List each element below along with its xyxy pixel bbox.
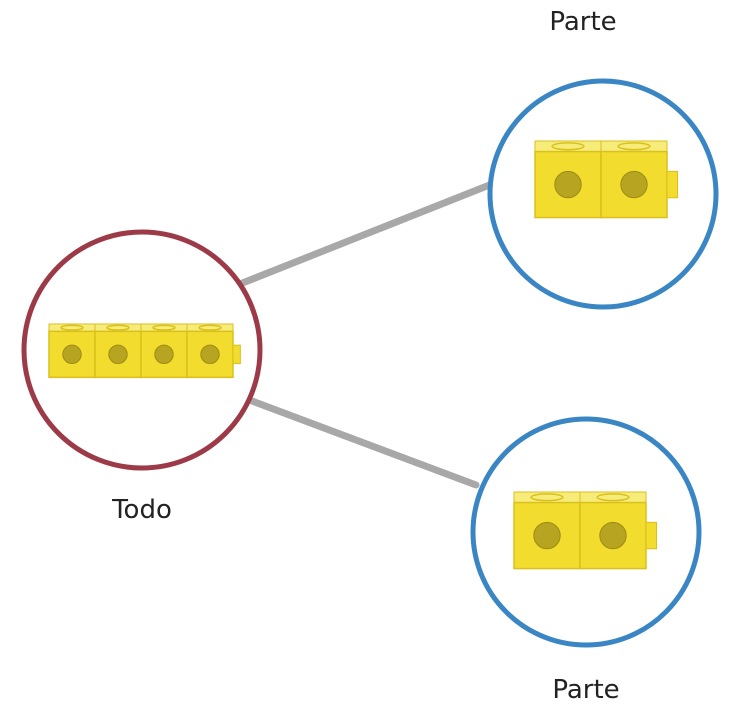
- whole-cube: [94, 323, 142, 379]
- label-part-bottom: Parte: [552, 675, 619, 705]
- cube-row-top: [534, 140, 679, 219]
- part-bottom-cube: [579, 491, 647, 570]
- cube-front-hole: [108, 344, 128, 365]
- label-part-top: Parte: [549, 7, 616, 37]
- cube-top-nub: [551, 142, 585, 151]
- part-bottom-cube: [513, 491, 581, 570]
- cube-top-nub: [617, 142, 651, 151]
- cube-top-nub: [152, 324, 176, 331]
- cube-top-nub: [596, 493, 630, 502]
- whole-cube: [140, 323, 188, 379]
- connector-top: [236, 180, 496, 288]
- label-whole: Todo: [111, 495, 172, 525]
- cube-top-nub: [106, 324, 130, 331]
- part-top-side-tab: [666, 170, 679, 199]
- cube-top-nub: [198, 324, 222, 331]
- whole-cube: [186, 323, 234, 379]
- part-top-cube: [534, 140, 602, 219]
- whole-cube: [48, 323, 96, 379]
- cube-front-hole: [200, 344, 220, 365]
- part-bottom-side-tab: [645, 521, 658, 550]
- whole-side-tab: [232, 344, 241, 365]
- cube-top-nub: [60, 324, 84, 331]
- cube-front-hole: [154, 344, 174, 365]
- cube-front-hole: [620, 170, 648, 199]
- part-top-cube: [600, 140, 668, 219]
- cube-row-whole: [48, 323, 241, 379]
- cube-front-hole: [599, 521, 627, 550]
- cube-top-nub: [530, 493, 564, 502]
- cube-front-hole: [554, 170, 582, 199]
- cube-front-hole: [533, 521, 561, 550]
- cube-row-bottom: [513, 491, 658, 570]
- connector-bottom: [248, 397, 480, 489]
- cube-front-hole: [62, 344, 82, 365]
